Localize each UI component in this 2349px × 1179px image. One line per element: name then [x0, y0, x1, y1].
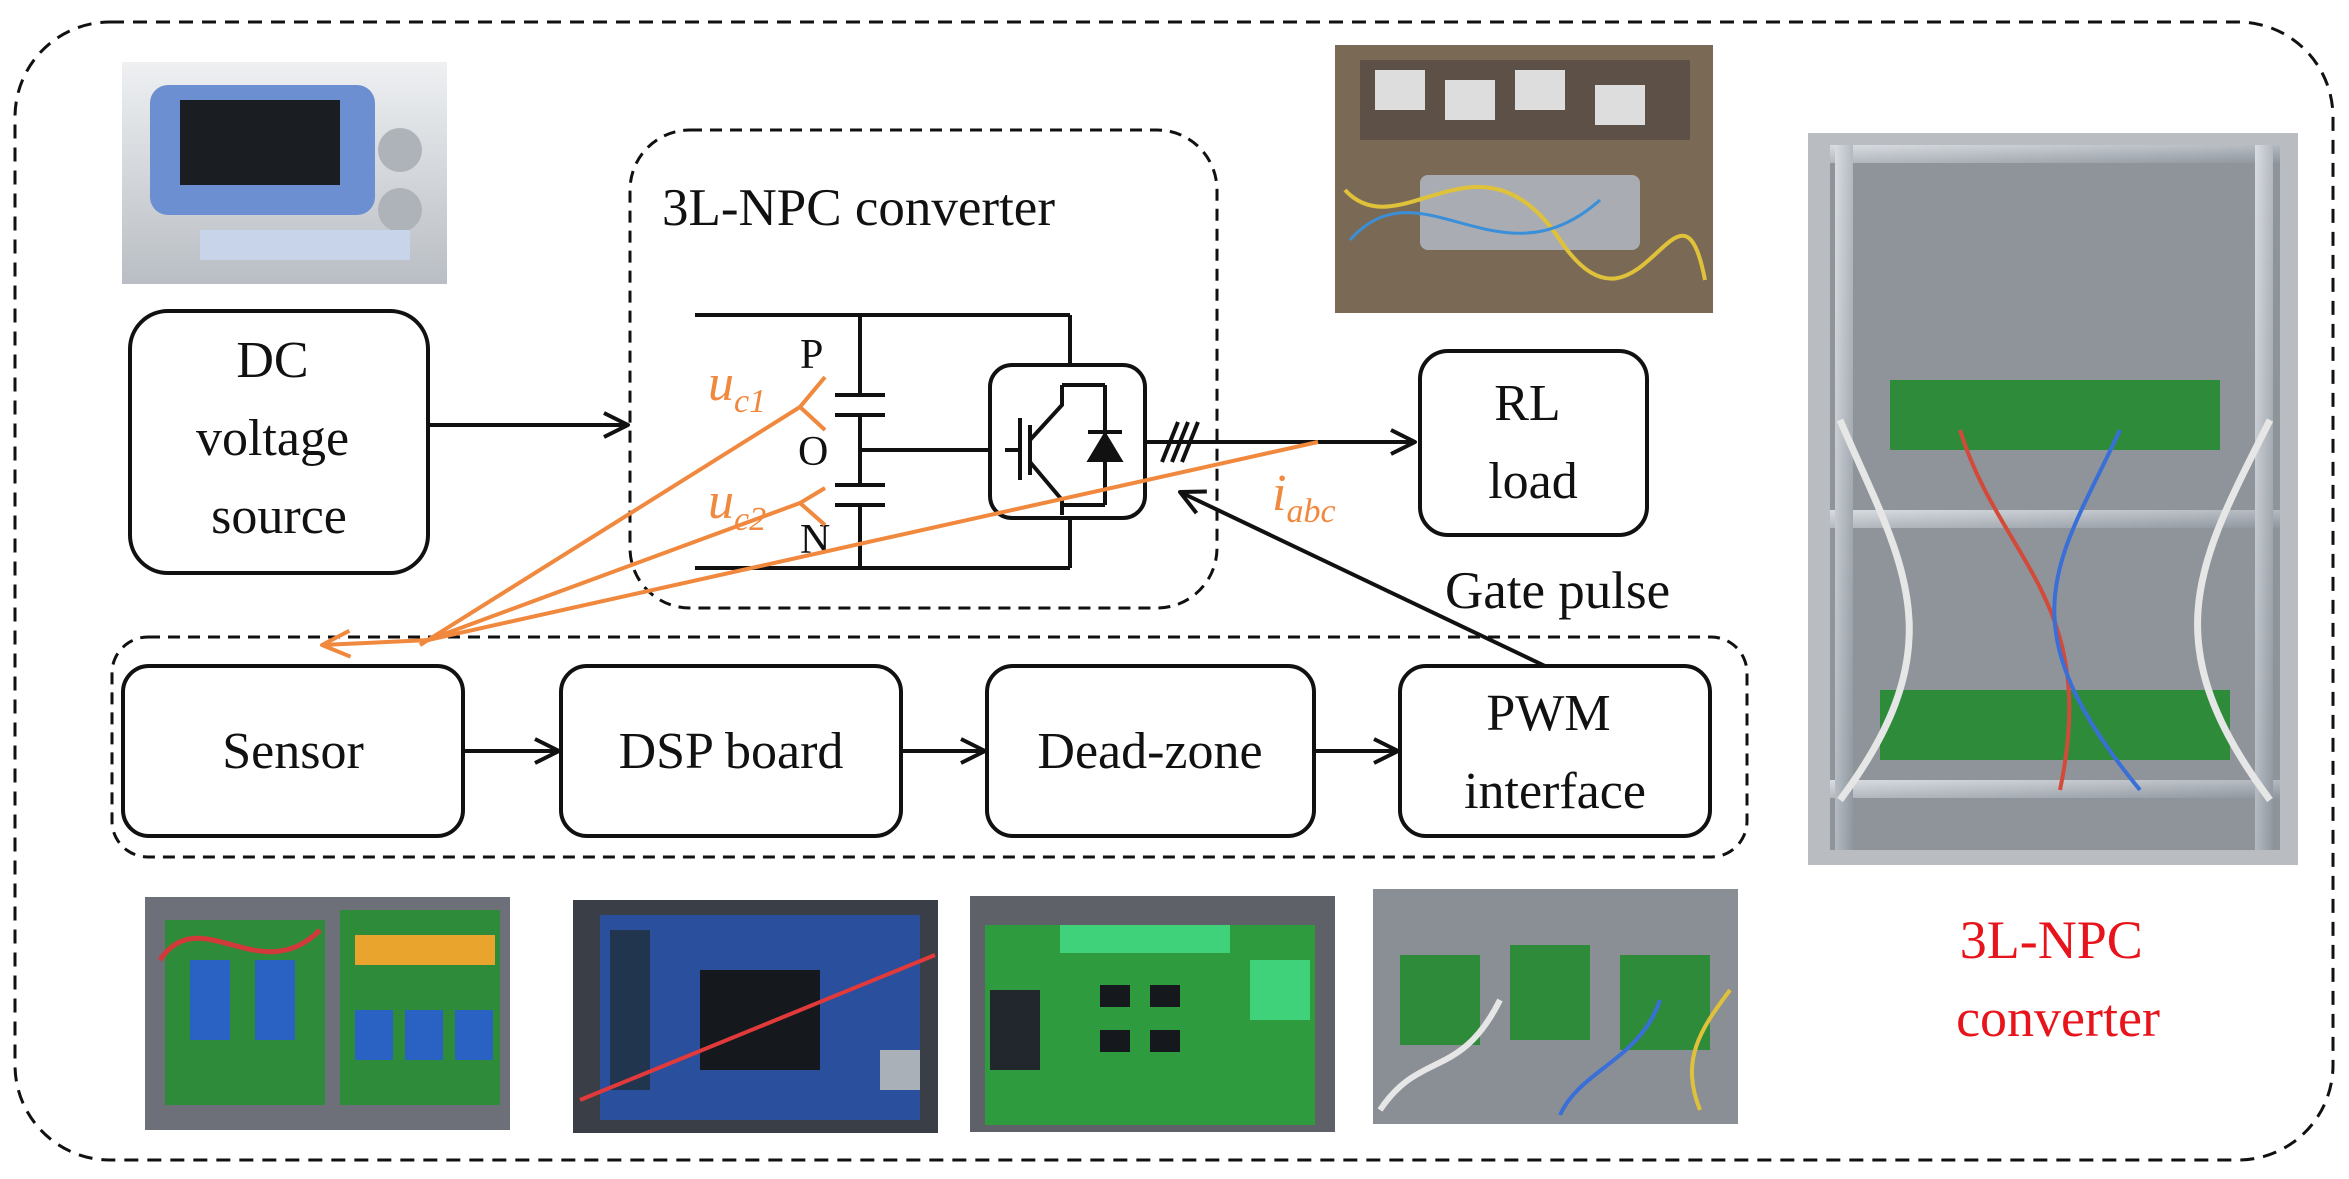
photo-dsp-board — [573, 900, 938, 1133]
dc-source-block — [128, 309, 430, 575]
node-o-label: O — [798, 429, 828, 475]
uc2-label: uc2 — [708, 473, 766, 538]
dead-zone-label: Dead-zone — [1037, 723, 1262, 780]
measurement-signals — [418, 375, 1319, 647]
photo-dead-zone-board — [970, 896, 1335, 1132]
uc1-label: uc1 — [708, 355, 766, 420]
control-region — [110, 635, 1749, 859]
photo-converter-cabinet — [1808, 133, 2298, 865]
converter-region — [628, 128, 1219, 610]
pwm-label: PWM interface — [1464, 685, 1646, 820]
photo-pwm-interface-boards — [1373, 889, 1738, 1124]
rl-load-block — [1418, 349, 1649, 537]
node-p-label: P — [800, 332, 823, 378]
outer-frame — [13, 20, 2335, 1162]
iabc-label: iabc — [1272, 465, 1336, 530]
rl-load-label: RL load — [1488, 375, 1578, 510]
sensor-label: Sensor — [222, 723, 364, 780]
photo-sensor-boards — [145, 897, 510, 1130]
photo-rl-load — [1335, 45, 1713, 313]
converter-title: 3L-NPC converter — [662, 179, 1055, 237]
pwm-block — [1398, 664, 1712, 838]
arrow-to-sensor — [320, 628, 431, 659]
gate-pulse-label: Gate pulse — [1445, 562, 1670, 620]
arrow-gate-pulse — [1178, 489, 1546, 668]
photo-caption: 3L-NPC converter — [1956, 910, 2160, 1048]
dsp-label: DSP board — [619, 723, 844, 780]
photo-dc-power-supply — [122, 62, 447, 284]
dc-source-label: DC voltage source — [196, 332, 362, 545]
